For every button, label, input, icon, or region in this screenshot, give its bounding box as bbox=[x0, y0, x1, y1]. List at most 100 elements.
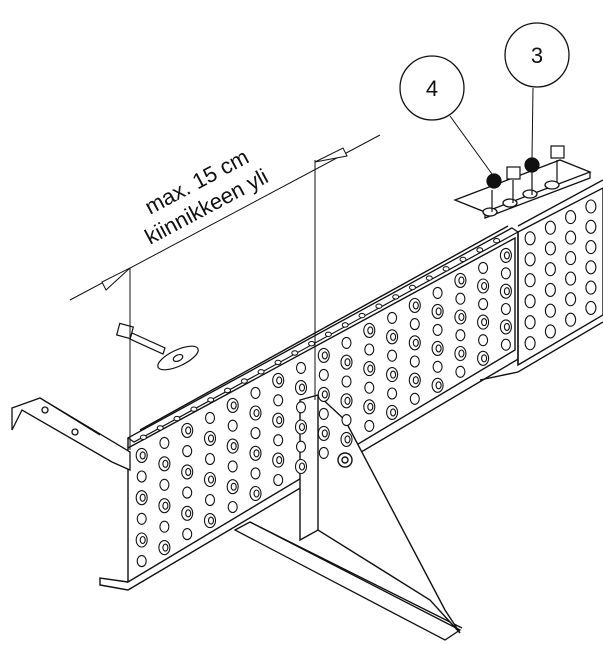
splice-plate bbox=[453, 159, 592, 219]
perforation-hole-inner bbox=[458, 349, 465, 358]
perforation-hole-inner bbox=[230, 482, 237, 491]
dimension-annotation bbox=[69, 134, 381, 450]
perforation-hole-inner bbox=[321, 390, 328, 399]
perforation-hole bbox=[318, 407, 329, 420]
flange-slot bbox=[425, 275, 433, 281]
flange-slot bbox=[274, 359, 282, 366]
flange-slot bbox=[207, 397, 215, 403]
flange-slot bbox=[291, 350, 299, 356]
perforation-hole bbox=[159, 520, 170, 533]
perforation-hole bbox=[318, 446, 329, 459]
perforation-hole bbox=[455, 329, 466, 342]
flange-slots bbox=[139, 238, 501, 440]
perforation-hole bbox=[500, 267, 511, 280]
perforation-hole bbox=[544, 262, 556, 277]
flange-slot bbox=[224, 387, 231, 394]
perforation-hole-inner bbox=[458, 312, 465, 322]
flange-slot bbox=[173, 415, 181, 422]
flange-slot bbox=[139, 434, 147, 440]
perforation-hole bbox=[500, 338, 511, 351]
perforation-hole bbox=[273, 394, 284, 407]
perforation-hole bbox=[136, 470, 147, 483]
perforation-hole-inner bbox=[367, 326, 374, 335]
tray-right-section bbox=[479, 179, 603, 381]
callout-3-label: 3 bbox=[531, 43, 543, 68]
perforation-hole-inner bbox=[458, 276, 465, 285]
perforation-hole bbox=[182, 445, 193, 458]
perforation-hole-inner bbox=[321, 429, 328, 438]
flange-slot bbox=[493, 238, 501, 244]
perforation-hole bbox=[565, 230, 577, 245]
perforation-hole-inner bbox=[412, 338, 419, 347]
perforation-hole bbox=[524, 294, 536, 309]
perforation-hole bbox=[136, 512, 147, 525]
perforation-hole-inner bbox=[207, 516, 215, 525]
perforation-hole bbox=[585, 260, 597, 275]
perforation-hole bbox=[227, 460, 238, 473]
loose-bolt-and-washer bbox=[115, 322, 199, 371]
perforation-hole bbox=[364, 381, 375, 394]
perforation-hole bbox=[478, 334, 489, 347]
dimension-arrow-left bbox=[101, 267, 131, 291]
perforation-hole bbox=[565, 271, 577, 286]
perforation-hole bbox=[182, 528, 193, 541]
perforation-hole-inner bbox=[207, 434, 215, 443]
perforation-hole bbox=[455, 365, 466, 378]
perforation-hole-inner bbox=[435, 381, 442, 390]
perforation-hole-inner bbox=[185, 426, 192, 435]
perforation-hole-inner bbox=[185, 467, 192, 476]
perforation-hole-inner bbox=[230, 442, 237, 451]
bolt-nut-3 bbox=[524, 157, 540, 173]
flange-slot bbox=[392, 294, 400, 300]
perforation-hole bbox=[585, 280, 597, 295]
perforation-hole-inner bbox=[344, 358, 351, 367]
perforation-hole bbox=[409, 318, 420, 331]
perforation-hole-inner bbox=[390, 332, 397, 341]
perforation-hole bbox=[524, 273, 536, 288]
flange-slot bbox=[324, 331, 332, 337]
perforation-hole bbox=[273, 434, 284, 447]
perforation-hole-inner bbox=[321, 351, 328, 360]
perforation-hole bbox=[204, 493, 216, 507]
perforation-hole bbox=[544, 220, 556, 235]
perforation-hole bbox=[565, 210, 577, 225]
flange-slot bbox=[308, 341, 316, 347]
perforation-hole bbox=[341, 375, 352, 388]
perforation-hole bbox=[204, 411, 216, 424]
perforation-hole bbox=[544, 303, 556, 318]
perforation-hole bbox=[585, 199, 597, 214]
perforation-hole bbox=[295, 440, 307, 453]
perforation-hole bbox=[341, 414, 352, 427]
perforation-hole-inner bbox=[481, 281, 488, 291]
perforation-hole bbox=[565, 251, 577, 266]
perforation-hole bbox=[585, 240, 597, 255]
perforation-hole bbox=[544, 324, 556, 339]
dimension-arrow-right bbox=[314, 147, 348, 163]
perforation-hole bbox=[182, 486, 193, 499]
perforation-hole-inner bbox=[298, 422, 306, 432]
flange-slot bbox=[409, 284, 416, 291]
perforation-hole-inner bbox=[367, 364, 374, 373]
perforation-hole-inner bbox=[503, 287, 510, 296]
perforation-hole-inner bbox=[435, 344, 442, 353]
bolt-head bbox=[506, 166, 521, 180]
perforation-hole bbox=[295, 401, 307, 414]
perforation-hole-inner bbox=[503, 251, 510, 260]
perforation-hole bbox=[159, 436, 170, 449]
perforation-hole bbox=[432, 360, 443, 373]
perforation-hole bbox=[136, 555, 147, 568]
perforation-hole bbox=[524, 336, 536, 351]
callout-4: 4 bbox=[399, 55, 493, 175]
callout-4-label: 4 bbox=[426, 76, 438, 101]
perforation-hole-inner bbox=[412, 301, 419, 310]
perforation-hole-inner bbox=[139, 451, 146, 460]
perforation-hole bbox=[341, 336, 352, 349]
flange-slot bbox=[341, 322, 349, 328]
splice-bolts bbox=[486, 145, 565, 212]
perforation-hole-inner bbox=[253, 408, 260, 418]
perforation-hole bbox=[273, 473, 284, 487]
bolt-nut-4 bbox=[486, 173, 502, 189]
left-support-bracket bbox=[11, 397, 131, 472]
perforation-hole bbox=[432, 323, 443, 336]
